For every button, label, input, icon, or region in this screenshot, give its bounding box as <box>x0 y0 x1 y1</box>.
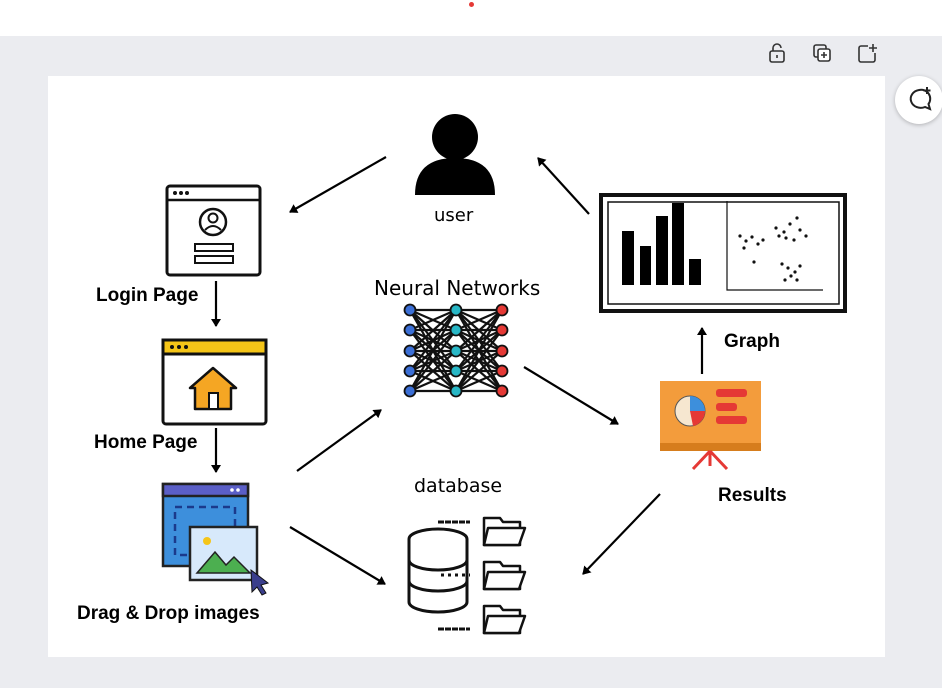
folder-icon <box>482 516 527 547</box>
add-comment-icon <box>909 87 932 111</box>
scatter-dot <box>780 262 784 266</box>
nn-connection <box>455 309 503 352</box>
login-page-icon <box>165 184 262 277</box>
nn-connection <box>455 309 503 392</box>
scatter-dot <box>784 236 788 240</box>
nn-connection <box>455 329 503 392</box>
user-label: user <box>434 205 474 226</box>
nn-connection <box>409 329 457 392</box>
scatter-dot <box>750 235 754 239</box>
nn-connection <box>455 369 503 393</box>
scatter-dot <box>738 234 742 238</box>
nn-connection <box>455 350 503 392</box>
graph-label: Graph <box>724 331 780 352</box>
nn-node <box>495 364 509 378</box>
scatter-dot <box>752 260 756 264</box>
nn-connection <box>409 309 457 372</box>
nn-node <box>403 323 417 337</box>
nn-connection <box>409 308 457 332</box>
nn-connection <box>455 308 503 332</box>
scatter-dot <box>742 246 746 250</box>
add-page-icon[interactable] <box>856 42 878 64</box>
scatter-dot <box>756 242 760 246</box>
folder-icon <box>482 604 527 635</box>
lock-open-icon[interactable] <box>766 42 788 64</box>
nn-node <box>495 303 509 317</box>
nn-connection <box>409 309 457 392</box>
folder-icon <box>482 560 527 591</box>
scatter-dot <box>782 230 786 234</box>
flow-arrows <box>211 156 707 585</box>
scatter-dot <box>792 238 796 242</box>
notification-dot <box>469 2 474 7</box>
neural-networks-label: Neural Networks <box>374 276 541 300</box>
scatter-dot <box>795 278 799 282</box>
drag-drop-label: Drag & Drop images <box>77 603 260 624</box>
graph-panel-icon <box>599 193 847 313</box>
database-label: database <box>414 475 503 497</box>
connector-dots <box>441 520 470 631</box>
nn-node <box>495 384 509 398</box>
scatter-dot <box>786 266 790 270</box>
nn-node <box>403 384 417 398</box>
scatter-dot <box>789 274 793 278</box>
results-label: Results <box>718 485 787 506</box>
nn-node <box>449 303 463 317</box>
add-comment-button[interactable] <box>895 76 942 124</box>
nn-node <box>449 364 463 378</box>
scatter-dot <box>795 216 799 220</box>
database-icon <box>407 520 470 631</box>
scatter-dot <box>777 234 781 238</box>
nn-connection <box>409 369 457 393</box>
nn-node <box>449 323 463 337</box>
drag-drop-icon <box>161 482 270 596</box>
login-page-label: Login Page <box>96 285 199 306</box>
user-icon <box>415 114 495 195</box>
scatter-dot <box>793 270 797 274</box>
nn-node <box>403 344 417 358</box>
nn-node <box>403 303 417 317</box>
nn-connection <box>409 309 457 352</box>
home-page-icon <box>161 338 268 426</box>
scatter-dot <box>783 278 787 282</box>
scatter-dot <box>798 264 802 268</box>
scatter-dot <box>798 228 802 232</box>
nn-node <box>449 344 463 358</box>
nn-connection <box>409 350 457 392</box>
scatter-dot <box>761 238 765 242</box>
nn-connection <box>455 309 503 372</box>
home-page-label: Home Page <box>94 432 198 453</box>
nn-node <box>449 384 463 398</box>
top-bar <box>0 0 942 36</box>
results-board-icon <box>660 381 761 471</box>
duplicate-page-icon[interactable] <box>811 42 833 64</box>
scatter-dot <box>774 226 778 230</box>
nn-node <box>495 323 509 337</box>
scatter-dot <box>744 239 748 243</box>
nn-node <box>495 344 509 358</box>
nn-node <box>403 364 417 378</box>
scatter-dot <box>804 234 808 238</box>
neural-network-icon <box>403 303 509 398</box>
scatter-dot <box>788 222 792 226</box>
